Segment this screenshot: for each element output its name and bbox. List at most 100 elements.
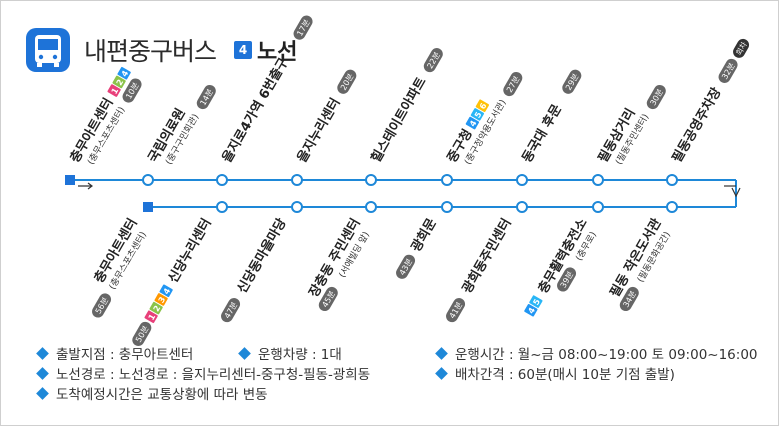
info-hours: 운행시간 : 월~금 08:00~19:00 토 09:00~16:00 xyxy=(435,343,758,363)
inbound-line-badge-text: 5 xyxy=(531,297,542,307)
diamond-bullet-icon xyxy=(36,366,49,380)
inbound-stop-name: 광희동주민센터 xyxy=(459,216,515,297)
outbound-stop-name: 을지로4가역 6번출구 xyxy=(219,55,292,165)
stop-marker xyxy=(365,201,377,213)
inbound-stop-name: 신당동마을마당 xyxy=(234,216,290,297)
stop-marker xyxy=(441,201,453,213)
inbound-stop-name: 신당누리센터 xyxy=(165,216,215,286)
inbound-line-badge xyxy=(529,295,543,308)
stop-marker xyxy=(142,174,154,186)
inbound-time-pill xyxy=(132,321,152,346)
stop-marker xyxy=(516,201,528,213)
outbound-line-badge xyxy=(470,108,485,121)
outbound-line-badge xyxy=(465,116,480,130)
end-stop-marker xyxy=(143,202,153,212)
outbound-time-pill xyxy=(562,69,582,94)
stop-marker xyxy=(291,201,303,213)
outbound-line-badge xyxy=(112,75,126,89)
inbound-line-badge-text: 1 xyxy=(147,312,158,322)
stop-marker xyxy=(441,174,453,186)
outbound-time-pill xyxy=(646,84,666,110)
outbound-time-pill xyxy=(718,58,738,83)
outbound-time-pill xyxy=(337,69,357,94)
inbound-time-pill xyxy=(446,298,466,323)
outbound-time-pill xyxy=(423,48,443,73)
inbound-time-pill xyxy=(92,293,112,318)
inbound-time-pill xyxy=(396,254,416,279)
inbound-line-badge xyxy=(149,301,163,315)
route-number-badge: 4 xyxy=(234,41,253,59)
info-vehicles: 운행차량 : 1대 xyxy=(238,343,342,363)
outbound-line-badge xyxy=(117,66,131,80)
stop-marker xyxy=(592,201,604,213)
inbound-line-badge-text: 3 xyxy=(157,295,168,304)
inbound-line-badge-text: 4 xyxy=(162,286,173,296)
inbound-line-badge xyxy=(159,284,173,298)
outbound-time-pill xyxy=(122,78,142,103)
outbound-stop-name: 필동공영주차장 xyxy=(669,85,725,166)
outbound-stop-name: 힐스테이트아파트 xyxy=(368,75,430,166)
stop-marker xyxy=(666,174,678,186)
inbound-time-pill xyxy=(557,267,577,292)
turn-arrow-icon xyxy=(731,187,741,198)
route-name: 노선 xyxy=(257,40,298,65)
stop-marker xyxy=(365,174,377,186)
inbound-time-pill xyxy=(619,286,639,312)
start-arrow-icon xyxy=(78,182,93,190)
outbound-line-badge-text: 5 xyxy=(473,110,484,120)
outbound-stop-name: 동국대 후문 xyxy=(519,102,565,166)
stop-marker xyxy=(216,201,228,213)
outbound-line-badge-text: 6 xyxy=(478,101,489,111)
inbound-stop-name: 광희문 xyxy=(409,216,440,255)
inbound-time-pill xyxy=(318,286,338,312)
outbound-turnaround-pill xyxy=(733,38,750,58)
outbound-stop-name: 을지누리센터 xyxy=(294,95,344,165)
stop-marker xyxy=(666,201,678,213)
start-stop-marker xyxy=(65,175,75,185)
header: 내편중구버스 4 노선 xyxy=(24,26,298,74)
stop-marker xyxy=(516,174,528,186)
inbound-line-badge-text: 2 xyxy=(152,304,163,313)
inbound-line-badge xyxy=(524,303,538,317)
diamond-bullet-icon xyxy=(36,386,49,400)
diamond-bullet-icon xyxy=(36,346,49,360)
diamond-bullet-icon xyxy=(435,346,448,360)
diamond-bullet-icon xyxy=(435,366,448,380)
info-path: 노선경로 : 노선경로 : 을지누리센터-중구청-필동-광희동 xyxy=(36,363,370,383)
diamond-bullet-icon xyxy=(238,346,251,360)
outbound-time-pill xyxy=(503,71,523,97)
outbound-line-badge xyxy=(475,99,490,113)
stop-marker xyxy=(592,174,604,186)
inbound-line-badge xyxy=(144,310,158,324)
info-interval: 배차간격 : 60분(매시 10분 기점 출발) xyxy=(435,363,675,383)
info-notice: 도착예정시간은 교통상황에 따라 변동 xyxy=(36,383,268,403)
page-title: 내편중구버스 xyxy=(84,37,217,66)
outbound-line-badge-text: 1 xyxy=(110,86,121,96)
bus-icon xyxy=(26,28,70,72)
outbound-line-badge xyxy=(107,84,121,97)
outbound-time-pill xyxy=(293,15,313,40)
stop-marker xyxy=(291,174,303,186)
outbound-line-badge-text: 2 xyxy=(115,78,126,87)
inbound-time-pill xyxy=(221,298,241,323)
inbound-line-badge xyxy=(154,293,168,306)
outbound-time-pill xyxy=(196,84,216,110)
info-departure: 출발지점 : 충무아트센터 xyxy=(36,343,193,363)
outbound-line-badge-text: 4 xyxy=(468,119,479,129)
